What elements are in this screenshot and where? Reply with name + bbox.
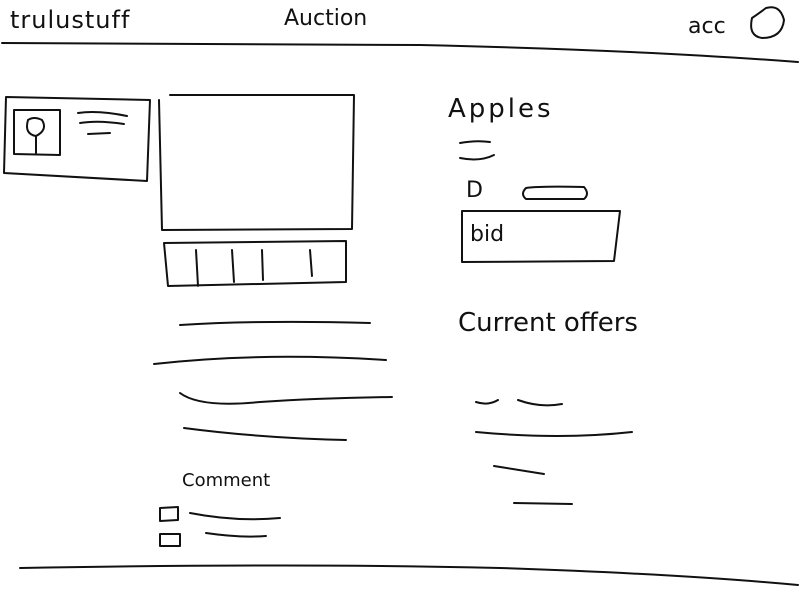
brand-logo[interactable]: trulustuff — [10, 6, 131, 34]
thumbnail-1[interactable] — [166, 243, 196, 285]
seller-card-link[interactable] — [4, 97, 150, 181]
thumbnail-2[interactable] — [198, 243, 232, 285]
comment-item-2[interactable] — [158, 528, 270, 548]
nav-auction-link[interactable]: Auction — [284, 6, 368, 31]
description-line-2 — [153, 355, 387, 365]
account-link[interactable]: acc — [688, 14, 726, 39]
bid-button[interactable] — [462, 211, 618, 261]
product-image[interactable] — [160, 95, 354, 230]
item-subtitle-line-1 — [459, 140, 491, 144]
offer-line-2 — [475, 431, 633, 437]
item-subtitle-line-2 — [459, 154, 495, 161]
bid-amount-label: D — [466, 178, 483, 203]
offer-line-1 — [475, 399, 563, 407]
header-divider — [1, 42, 799, 63]
thumbnail-4[interactable] — [264, 243, 310, 285]
comment-item-1[interactable] — [158, 504, 282, 524]
description-line-4 — [183, 427, 347, 441]
comment-heading: Comment — [182, 470, 271, 491]
thumbnail-5[interactable] — [312, 243, 346, 285]
bid-button-label: bid — [470, 222, 505, 247]
thumbnail-3[interactable] — [234, 243, 262, 285]
offer-line-3 — [493, 465, 545, 475]
bid-amount-input[interactable] — [522, 185, 590, 201]
offer-line-4 — [513, 502, 573, 505]
item-title: Apples — [448, 94, 554, 124]
description-line-1 — [179, 320, 371, 326]
current-offers-heading: Current offers — [458, 308, 638, 338]
account-avatar-button[interactable] — [748, 4, 788, 42]
description-line-3 — [179, 392, 393, 405]
footer-divider — [19, 564, 799, 586]
